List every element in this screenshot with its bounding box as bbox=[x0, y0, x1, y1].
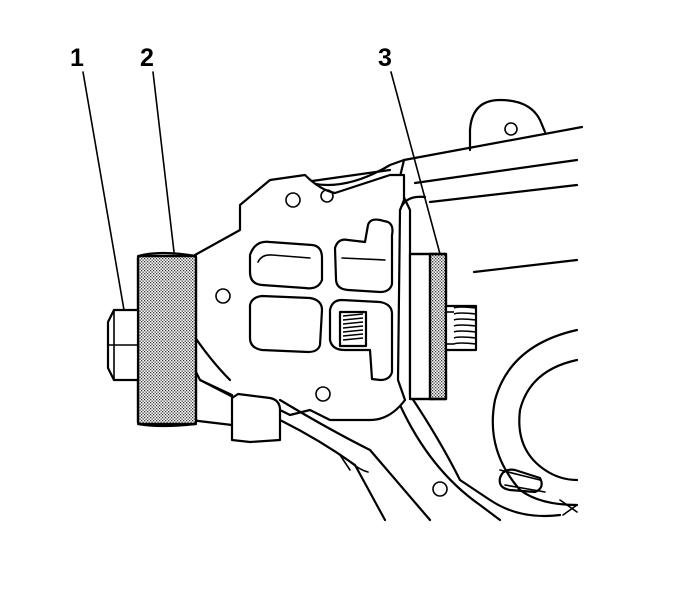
leader-line-1 bbox=[82, 71, 125, 311]
valve-body-plate bbox=[193, 173, 448, 497]
callout-2: 2 bbox=[140, 44, 154, 72]
callout-3: 3 bbox=[378, 44, 392, 72]
callout-1: 1 bbox=[70, 44, 84, 72]
lower-bracket bbox=[188, 328, 432, 522]
leader-line-2 bbox=[152, 71, 175, 253]
threaded-stud bbox=[444, 304, 478, 352]
transmission-case bbox=[298, 98, 584, 522]
leader-lines bbox=[82, 71, 441, 311]
leader-line-3 bbox=[390, 71, 441, 255]
seal-plate bbox=[408, 252, 448, 401]
hex-bolt bbox=[106, 308, 140, 382]
threaded-fitting bbox=[342, 313, 364, 341]
round-housing bbox=[491, 328, 579, 516]
tool-collar bbox=[136, 251, 198, 428]
